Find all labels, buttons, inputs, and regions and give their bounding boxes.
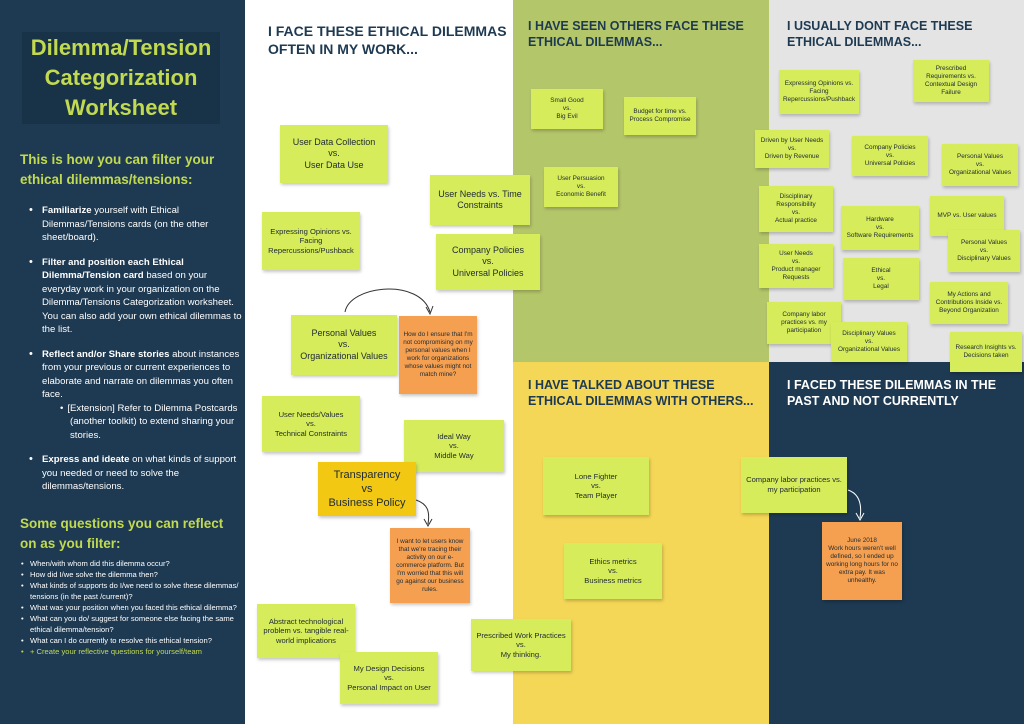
step-bold: Filter and position each Ethical Dilemma…: [42, 256, 184, 282]
dilemma-card[interactable]: Ethical vs. Legal: [843, 258, 919, 300]
step-item: Familiarize yourself with Ethical Dilemm…: [29, 204, 242, 245]
step-item: Reflect and/or Share stories about insta…: [29, 348, 242, 443]
dilemma-card[interactable]: Company labor practices vs. my participa…: [741, 457, 847, 513]
quadrant-seen-others-heading: I HAVE SEEN OTHERS FACE THESE ETHICAL DI…: [528, 19, 744, 49]
dilemma-card[interactable]: Prescribed Work Practices vs. My thinkin…: [471, 619, 571, 671]
dilemma-card[interactable]: User Needs/Values vs. Technical Constrai…: [262, 396, 360, 452]
dilemma-card[interactable]: Driven by User Needs vs. Driven by Reven…: [755, 130, 829, 168]
questions-list: When/with whom did this dilemma occur? H…: [21, 558, 240, 657]
dilemma-card[interactable]: MVP vs. User values: [930, 196, 1004, 236]
dilemma-card[interactable]: Ideal Way vs. Middle Way: [404, 420, 504, 472]
dilemma-card[interactable]: Company labor practices vs. my participa…: [767, 302, 841, 344]
dilemma-card[interactable]: Disciplinary Responsibility vs. Actual p…: [759, 186, 833, 232]
question-item: What can you do/ suggest for someone els…: [21, 613, 240, 635]
dilemma-card[interactable]: Budget for time vs. Process Compromise: [624, 97, 696, 135]
story-note[interactable]: June 2018 Work hours weren't well define…: [822, 522, 902, 600]
step-item: Express and ideate on what kinds of supp…: [29, 453, 242, 494]
dilemma-card[interactable]: User Needs vs. Product manager Requests: [759, 244, 833, 288]
dilemma-card[interactable]: Company Policies vs. Universal Policies: [436, 234, 540, 290]
dilemma-card[interactable]: My Actions and Contributions Inside vs. …: [930, 282, 1008, 324]
step-text: about instances from your previous or cu…: [42, 348, 240, 401]
dilemma-card[interactable]: Small Good vs. Big Evil: [531, 89, 603, 129]
step-text: based on your everyday work in your orga…: [42, 270, 242, 335]
dilemma-card[interactable]: Abstract technological problem vs. tangi…: [257, 604, 355, 658]
story-note[interactable]: How do I ensure that I'm not compromisin…: [399, 316, 477, 394]
question-item: What kinds of supports do I/we need to s…: [21, 580, 240, 602]
dilemma-card[interactable]: User Needs vs. Time Constraints: [430, 175, 530, 225]
dilemma-card[interactable]: Expressing Opinions vs. Facing Repercuss…: [262, 212, 360, 270]
dilemma-card[interactable]: Ethics metrics vs. Business metrics: [564, 543, 662, 599]
dilemma-card[interactable]: User Persuasion vs. Economic Benefit: [544, 167, 618, 207]
dilemma-card[interactable]: Hardware vs. Software Requirements: [841, 206, 919, 250]
dilemma-card[interactable]: My Design Decisions vs. Personal Impact …: [340, 652, 438, 704]
dilemma-card[interactable]: Prescribed Requirements vs. Contextual D…: [913, 60, 989, 102]
dilemma-card[interactable]: Disciplinary Values vs. Organizational V…: [831, 322, 907, 362]
step-bold: Familiarize: [42, 205, 92, 216]
dilemma-card[interactable]: Research Insights vs. Decisions taken: [950, 332, 1022, 372]
quadrant-past-heading: I FACED THESE DILEMMAS IN THE PAST AND N…: [787, 378, 997, 408]
step-item: Filter and position each Ethical Dilemma…: [29, 256, 242, 337]
dilemma-card[interactable]: User Data Collection vs. User Data Use: [280, 125, 388, 183]
step-sub-item: [Extension] Refer to Dilemma Postcards (…: [42, 402, 242, 443]
question-item: What was your position when you faced th…: [21, 602, 240, 613]
question-item: How did I/we solve the dilemma then?: [21, 569, 240, 580]
dilemma-card[interactable]: Expressing Opinions vs. Facing Repercuss…: [779, 70, 859, 114]
filter-heading: This is how you can filter your ethical …: [20, 152, 215, 187]
dilemma-card[interactable]: Transparency vs Business Policy: [318, 462, 416, 516]
dilemma-card[interactable]: Personal Values vs. Organizational Value…: [291, 315, 397, 375]
story-note[interactable]: I want to let users know that we're trac…: [390, 528, 470, 603]
question-item: When/with whom did this dilemma occur?: [21, 558, 240, 569]
steps-list: Familiarize yourself with Ethical Dilemm…: [29, 204, 242, 505]
quadrant-talked-heading: I HAVE TALKED ABOUT THESE ETHICAL DILEMM…: [528, 378, 754, 408]
dilemma-card[interactable]: Lone Fighter vs. Team Player: [543, 457, 649, 515]
quadrant-often-heading: I FACE THESE ETHICAL DILEMMAS OFTEN IN M…: [268, 23, 507, 57]
step-text: yourself with Ethical Dilemmas/Tensions …: [42, 205, 209, 243]
quadrant-dont-face-heading: I USUALLY DONT FACE THESE ETHICAL DILEMM…: [787, 19, 973, 49]
worksheet-title: Dilemma/Tension Categorization Worksheet: [30, 35, 212, 120]
step-bold: Express and ideate: [42, 454, 130, 465]
question-add-item: + Create your reflective questions for y…: [21, 646, 240, 657]
step-bold: Reflect and/or Share stories: [42, 348, 170, 360]
instructions-sidebar: Dilemma/Tension Categorization Worksheet…: [0, 0, 245, 724]
questions-heading: Some questions you can reflect on as you…: [20, 516, 224, 551]
question-item: What can I do currently to resolve this …: [21, 635, 240, 646]
dilemma-card[interactable]: Company Policies vs. Universal Policies: [852, 136, 928, 176]
step-text: on what kinds of support you needed or n…: [42, 454, 237, 492]
dilemma-card[interactable]: Personal Values vs. Disciplinary Values: [948, 230, 1020, 272]
worksheet-title-box: Dilemma/Tension Categorization Worksheet: [22, 32, 220, 124]
dilemma-card[interactable]: Personal Values vs. Organizational Value…: [942, 144, 1018, 186]
